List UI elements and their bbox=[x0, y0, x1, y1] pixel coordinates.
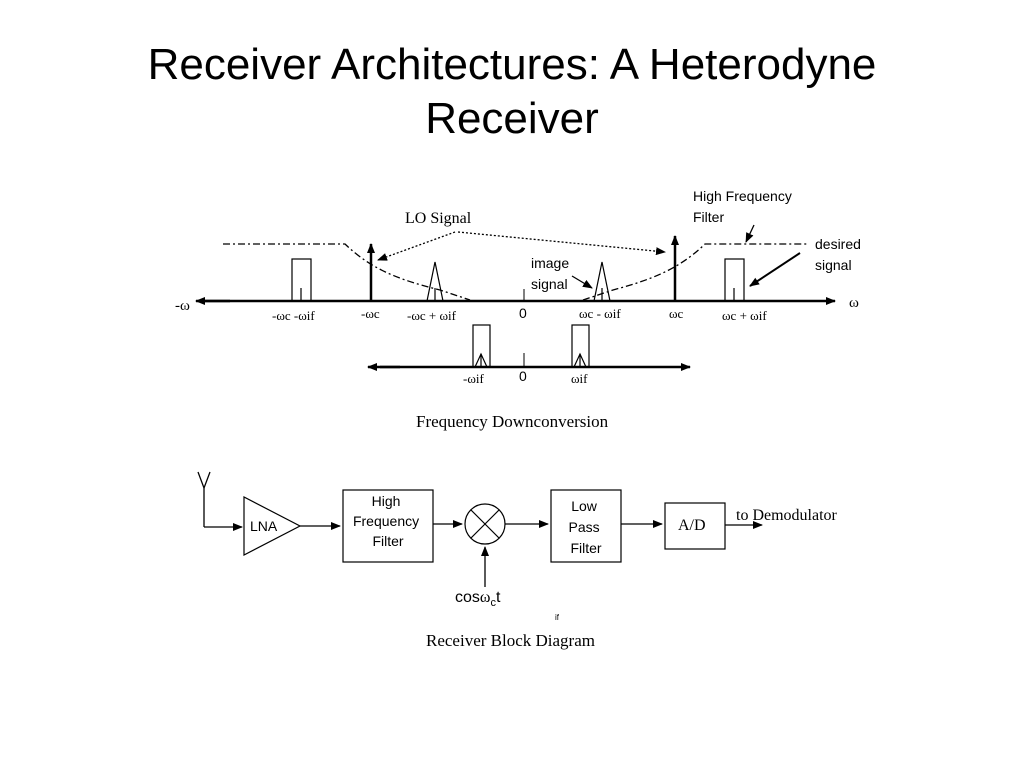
lna-label: LNA bbox=[250, 518, 278, 534]
tick-wc-minus-wif: ωc - ωif bbox=[579, 306, 621, 321]
lpf-block bbox=[550, 489, 622, 563]
lo-input-sub: c bbox=[490, 597, 496, 609]
lpf-block-label: Low Pass Filter bbox=[568, 498, 603, 556]
baseband-pos-wif: ωif bbox=[571, 371, 588, 386]
lna-amplifier bbox=[243, 496, 302, 556]
axis-neg-label: -ω bbox=[175, 298, 190, 314]
mixer-icon bbox=[464, 503, 506, 545]
lo-input-cos: cos bbox=[455, 589, 480, 606]
image-label-line1: image bbox=[531, 255, 569, 271]
lpf-block-line2: Pass bbox=[568, 519, 599, 535]
tick-neg-wc-minus-wif: -ωc -ωif bbox=[272, 308, 315, 323]
desired-label-line2: signal bbox=[815, 257, 852, 273]
hf-filter-block-label: High Frequency Filter bbox=[353, 493, 423, 549]
axis-pos-label: ω bbox=[849, 295, 859, 311]
lpf-block-line3: Filter bbox=[570, 540, 601, 556]
hf-filter-block-line3: Filter bbox=[372, 533, 403, 549]
caption-block-diagram: Receiver Block Diagram bbox=[426, 631, 595, 650]
baseband-plot: -ωif 0 ωif bbox=[367, 324, 691, 386]
hf-filter-block bbox=[342, 489, 434, 563]
lo-pointer-right bbox=[457, 231, 666, 256]
image-label: image signal bbox=[531, 255, 573, 292]
spectrum-plot: LO Signal High Frequency Filter desired … bbox=[175, 188, 865, 323]
tick-wc-plus-wif: ωc + ωif bbox=[722, 308, 767, 323]
stray-if-label: if bbox=[555, 613, 560, 622]
lo-input-omega: ω bbox=[480, 589, 491, 606]
to-demodulator-label: to Demodulator bbox=[736, 507, 838, 524]
image-label-line2: signal bbox=[531, 276, 568, 292]
desired-pointer bbox=[749, 252, 801, 287]
ad-block bbox=[664, 502, 726, 550]
hf-filter-response bbox=[223, 243, 808, 301]
caption-frequency-downconversion: Frequency Downconversion bbox=[416, 412, 609, 431]
hf-filter-label-line1: High Frequency bbox=[693, 188, 792, 204]
image-signal-pos bbox=[593, 261, 611, 302]
block-diagram: LNA High Frequency Filter cosωct if Low … bbox=[197, 471, 838, 622]
hf-filter-block-line1: High bbox=[372, 493, 401, 509]
tick-neg-wc-plus-wif: -ωc + ωif bbox=[407, 308, 457, 323]
hf-filter-label-line2: Filter bbox=[693, 209, 724, 225]
lo-input-label: cosωct bbox=[455, 589, 501, 609]
baseband-neg-wif: -ωif bbox=[463, 371, 484, 386]
antenna-icon bbox=[197, 471, 243, 531]
desired-label: desired signal bbox=[815, 236, 865, 273]
hf-filter-label: High Frequency Filter bbox=[693, 188, 796, 225]
lo-input-t: t bbox=[496, 589, 501, 606]
ad-label: A/D bbox=[678, 517, 706, 534]
image-pointer bbox=[571, 275, 593, 289]
tick-zero: 0 bbox=[519, 305, 527, 321]
page-title: Receiver Architectures: A Heterodyne Rec… bbox=[0, 38, 1024, 146]
title-line-1: Receiver Architectures: A Heterodyne bbox=[147, 40, 877, 89]
image-signal-neg bbox=[426, 261, 444, 302]
tick-neg-wc: -ωc bbox=[361, 306, 380, 321]
title-line-2: Receiver bbox=[425, 94, 599, 143]
lo-signal-label: LO Signal bbox=[405, 210, 472, 227]
tick-wc: ωc bbox=[669, 306, 684, 321]
baseband-zero: 0 bbox=[519, 368, 527, 384]
lpf-block-line1: Low bbox=[571, 498, 598, 514]
hf-filter-pointer bbox=[745, 224, 755, 243]
hf-filter-block-line2: Frequency bbox=[353, 513, 419, 529]
desired-label-line1: desired bbox=[815, 236, 861, 252]
lo-pointer-left bbox=[377, 231, 456, 261]
